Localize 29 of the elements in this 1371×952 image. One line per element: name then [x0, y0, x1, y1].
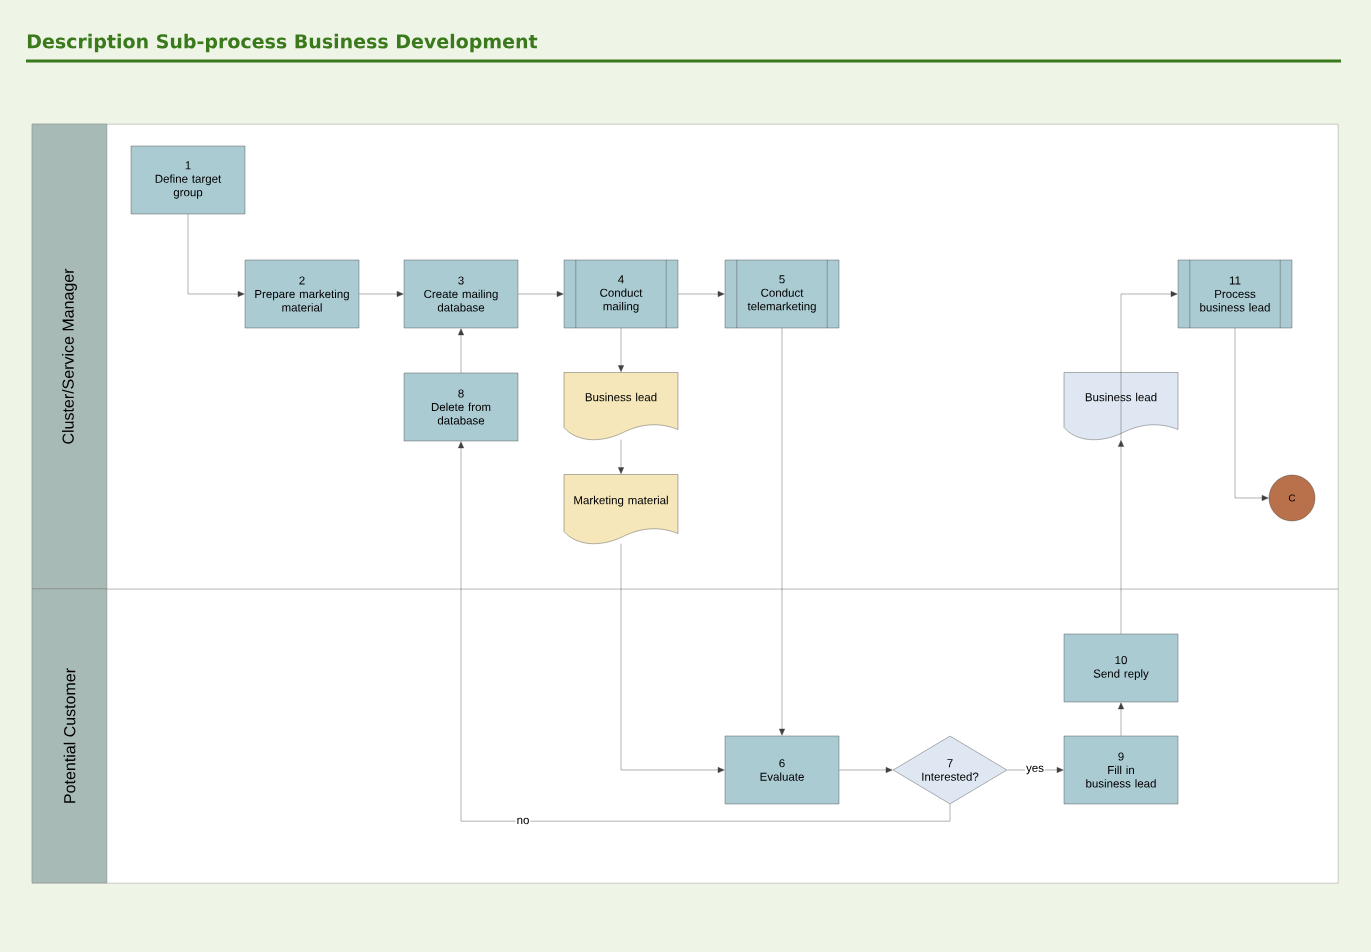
process-box: 9 Fill in business lead [1063, 735, 1179, 805]
arrow [839, 767, 893, 773]
arrow [779, 328, 785, 736]
process-box: 1 Define target group [130, 145, 246, 215]
arrow [618, 328, 624, 372]
edge-label: yes [1025, 764, 1045, 776]
subprocess-box: 5 Conduct telemarketing [724, 259, 840, 329]
edge-label: no [515, 816, 531, 826]
process-box: 6 Evaluate [724, 735, 840, 805]
process-box: 2 Prepare marketing material [244, 259, 360, 329]
arrow [678, 291, 725, 297]
arrow [359, 291, 404, 297]
subprocess-box: 4 Conduct mailing [563, 259, 679, 329]
arrow [1118, 440, 1124, 634]
arrow [1120, 291, 1178, 440]
arrow [620, 543, 725, 773]
arrow [1118, 702, 1124, 736]
arrow [187, 214, 245, 297]
process-box: 8 Delete from database [403, 372, 519, 442]
subprocess-box: 11 Process business lead [1177, 259, 1293, 329]
arrow [1007, 767, 1064, 773]
process-box: 10 Send reply [1063, 633, 1179, 703]
process-box: 3 Create mailing database [403, 259, 519, 329]
arrow [1234, 328, 1269, 501]
title: Description Sub-process Business Development [27, 33, 538, 53]
arrow [518, 291, 564, 297]
arrow [458, 328, 464, 373]
arrow [618, 439, 624, 474]
arrow [458, 441, 951, 822]
